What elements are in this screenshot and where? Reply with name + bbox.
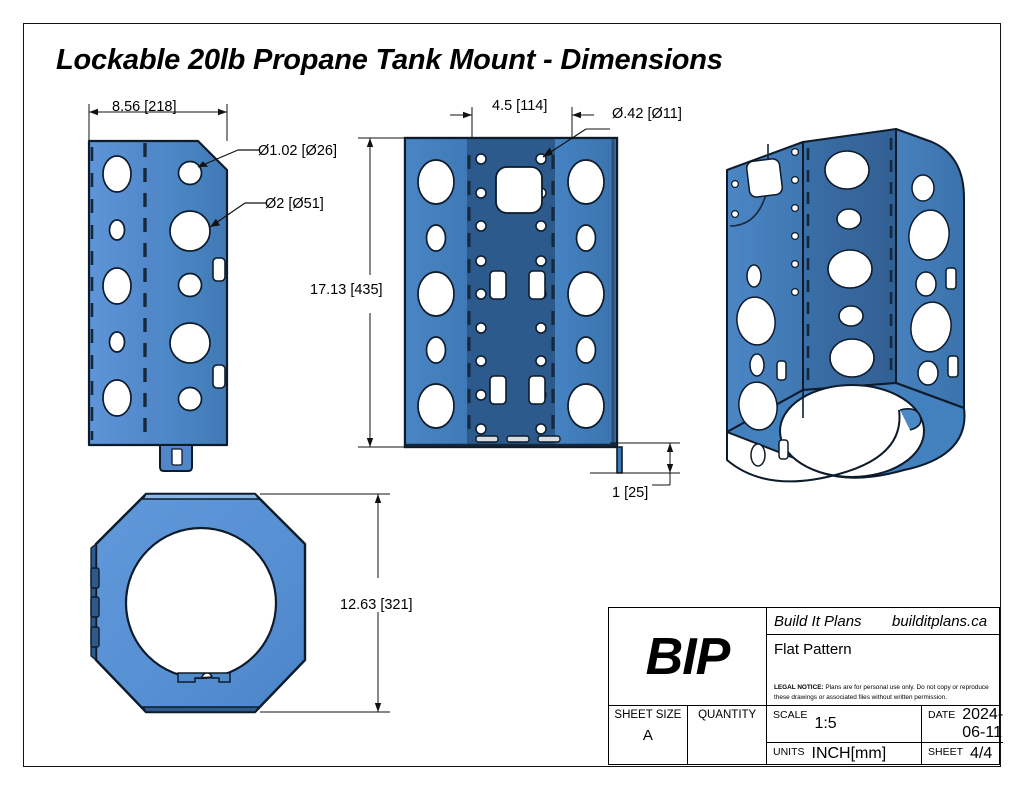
sheet-border	[23, 23, 1001, 767]
side-panel-flat-view	[70, 95, 330, 495]
main-flat-pattern-view	[300, 95, 700, 515]
dim-hole-small-callout: Ø.42 [Ø11]	[612, 106, 682, 122]
scale-date-units-group: SCALE 1:5 DATE 2024-06-11 UNITS INCH[mm]…	[767, 706, 1004, 764]
title-block: BIP Build It Plans builditplans.ca Flat …	[608, 607, 1004, 765]
brand-row: Build It Plans builditplans.ca	[767, 608, 999, 635]
units-value: INCH[mm]	[811, 744, 887, 762]
dim-hole-xl-callout: Ø2 [Ø51]	[265, 196, 324, 212]
units-sheet-row: UNITS INCH[mm] SHEET 4/4	[767, 743, 1003, 764]
dim-hole-large-callout: Ø1.02 [Ø26]	[258, 143, 337, 159]
title-block-lower: SHEET SIZE A QUANTITY SCALE 1:5 DATE	[609, 706, 1004, 764]
legal-notice-label: LEGAL NOTICE:	[774, 684, 824, 692]
sheet-size-label: SHEET SIZE	[614, 709, 682, 721]
date-cell: DATE 2024-06-11	[922, 706, 1003, 742]
dim-width-top-left: 8.56 [218]	[112, 99, 177, 115]
sheet-label: SHEET	[928, 746, 964, 758]
units-label: UNITS	[773, 746, 805, 758]
sheet-number-cell: SHEET 4/4	[922, 743, 1003, 764]
company-name: Build It Plans	[774, 612, 862, 630]
dim-center-width: 4.5 [114]	[492, 98, 548, 114]
units-cell: UNITS INCH[mm]	[767, 743, 922, 764]
company-logo: BIP	[609, 608, 767, 705]
dim-height-overall: 17.13 [435]	[310, 282, 383, 298]
dim-ring-diameter: 12.63 [321]	[340, 597, 413, 613]
company-website[interactable]: builditplans.ca	[892, 612, 988, 630]
scale-cell: SCALE 1:5	[767, 706, 922, 742]
title-block-upper: BIP Build It Plans builditplans.ca Flat …	[609, 608, 999, 706]
drawing-description-cell: Flat Pattern LEGAL NOTICE: Plans are for…	[767, 635, 999, 705]
quantity-cell: QUANTITY	[688, 706, 766, 764]
logo-text: BIP	[645, 627, 731, 686]
sheet-size-cell: SHEET SIZE A	[609, 706, 687, 764]
date-value: 2024-06-11	[962, 706, 1004, 741]
scale-value: 1:5	[814, 715, 837, 732]
page-title: Lockable 20lb Propane Tank Mount - Dimen…	[56, 44, 723, 76]
sheet-size-quantity-group: SHEET SIZE A QUANTITY	[609, 706, 767, 764]
sheet-value: 4/4	[970, 744, 993, 762]
scale-date-row: SCALE 1:5 DATE 2024-06-11	[767, 706, 1004, 743]
scale-label: SCALE	[773, 709, 808, 721]
legal-notice-text: Plans are for personal use only. Do not …	[774, 684, 989, 701]
date-label: DATE	[928, 709, 956, 721]
legal-notice: LEGAL NOTICE: Plans are for personal use…	[774, 683, 995, 702]
drawing-description: Flat Pattern	[774, 641, 852, 658]
divider	[686, 706, 689, 764]
quantity-label: QUANTITY	[698, 709, 757, 721]
title-block-info: Build It Plans builditplans.ca Flat Patt…	[767, 608, 999, 705]
octagonal-collar-view	[60, 480, 400, 750]
isometric-assembly-view	[700, 108, 1010, 548]
sheet-size-value: A	[642, 727, 653, 744]
dim-tab-height: 1 [25]	[612, 485, 649, 501]
